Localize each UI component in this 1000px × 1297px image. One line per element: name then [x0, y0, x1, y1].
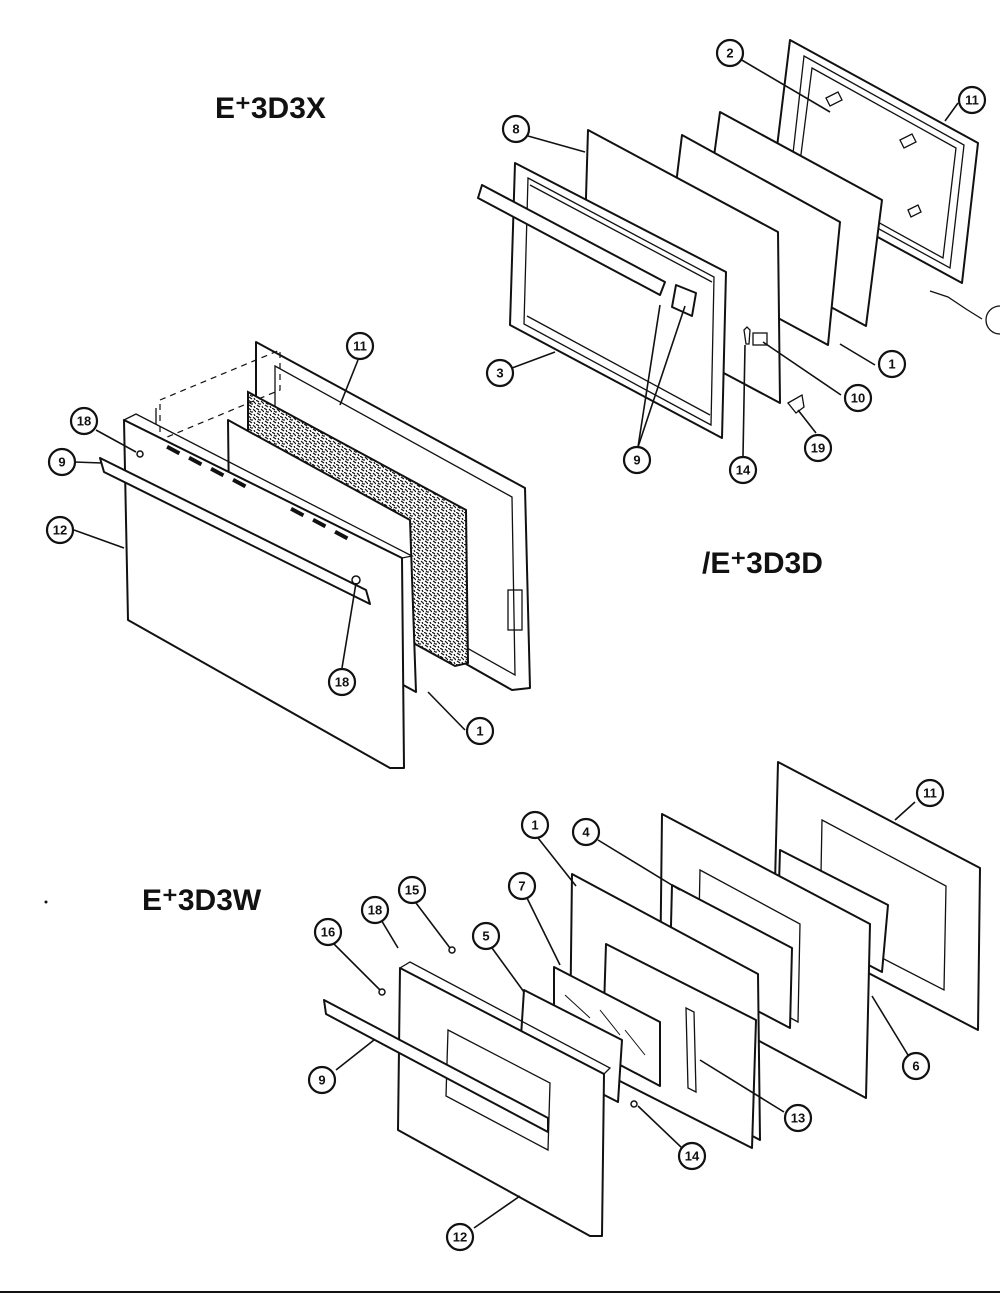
screw-18 [351, 575, 361, 585]
svg-text:11: 11 [923, 786, 937, 801]
callout-d-11: 11 [957, 85, 987, 115]
callout-w-15: 15 [397, 875, 427, 905]
callout-w-5: 5 [471, 921, 501, 951]
svg-text:1: 1 [888, 357, 895, 372]
callout-d-19: 19 [803, 433, 833, 463]
callout-d-1: 1 [877, 349, 907, 379]
callout-x-18-lower: 18 [327, 667, 357, 697]
svg-text:7: 7 [518, 879, 525, 894]
svg-text:9: 9 [633, 453, 640, 468]
svg-text:19: 19 [811, 441, 825, 456]
assembly-e3d3x [99, 341, 531, 769]
part-9-handle-bar [99, 457, 371, 605]
svg-text:8: 8 [512, 122, 519, 137]
svg-text:18: 18 [368, 903, 382, 918]
model-title-e3d3d: /E⁺3D3D [702, 547, 823, 580]
svg-text:3: 3 [496, 366, 503, 381]
hinge-arm-13 [685, 1006, 697, 1094]
callout-w-14: 14 [677, 1141, 707, 1171]
callout-w-9: 9 [307, 1065, 337, 1095]
callout-d-10: 10 [843, 383, 873, 413]
callout-x-11: 11 [345, 331, 375, 361]
spacer-10 [752, 332, 768, 346]
callout-d-8: 8 [501, 114, 531, 144]
svg-text:11: 11 [353, 339, 367, 354]
screw-16 [378, 988, 386, 996]
svg-text:11: 11 [965, 93, 979, 108]
callout-w-4: 4 [571, 817, 601, 847]
hinge-pin [929, 290, 983, 320]
callout-d-2: 2 [715, 38, 745, 68]
svg-text:5: 5 [482, 929, 489, 944]
svg-text:1: 1 [476, 724, 483, 739]
svg-text:6: 6 [912, 1059, 919, 1074]
screw-15 [448, 946, 456, 954]
callout-x-18: 18 [69, 406, 99, 436]
assembly-e3d3w [323, 761, 981, 1237]
assembly-e3d3d [477, 39, 983, 439]
callout-w-11: 11 [915, 778, 945, 808]
hinge-bracket-19 [787, 393, 805, 414]
svg-text:16: 16 [321, 925, 335, 940]
svg-text:1: 1 [531, 818, 538, 833]
callout-w-18: 18 [360, 895, 390, 925]
callout-w-13: 13 [783, 1103, 813, 1133]
model-title-e3d3x: E⁺3D3X [215, 92, 326, 125]
svg-text:14: 14 [736, 463, 751, 478]
svg-text:10: 10 [851, 391, 865, 406]
callout-w-16: 16 [313, 917, 343, 947]
callout-d-14: 14 [728, 455, 758, 485]
svg-text:18: 18 [335, 675, 349, 690]
callout-x-9: 9 [47, 447, 77, 477]
callout-partial-edge [985, 305, 1000, 335]
screw-14 [743, 326, 751, 345]
svg-text:12: 12 [53, 523, 67, 538]
callouts: 2 11 8 3 1 10 9 14 19 11 18 9 12 18 1 11… [45, 38, 987, 1252]
stray-dot [44, 900, 48, 904]
part-11-inner-door-panel [772, 39, 979, 284]
leader-lines [73, 58, 959, 1229]
model-title-e3d3w: E⁺3D3W [142, 884, 262, 917]
callout-w-6: 6 [901, 1051, 931, 1081]
svg-text:18: 18 [77, 414, 91, 429]
door-vent-slots [166, 445, 349, 541]
screw-18-top [136, 450, 144, 458]
svg-text:9: 9 [58, 455, 65, 470]
svg-text:12: 12 [453, 1230, 467, 1245]
svg-text:15: 15 [405, 883, 419, 898]
svg-text:2: 2 [726, 46, 733, 61]
svg-text:4: 4 [582, 825, 590, 840]
callout-d-3: 3 [485, 358, 515, 388]
callout-w-1: 1 [520, 810, 550, 840]
callout-w-7: 7 [507, 871, 537, 901]
screw-14 [630, 1100, 638, 1108]
svg-text:9: 9 [318, 1073, 325, 1088]
callout-d-9: 9 [622, 445, 652, 475]
callout-x-12: 12 [45, 515, 75, 545]
part-9-handle-bar [323, 999, 549, 1133]
callout-x-1: 1 [465, 716, 495, 746]
callout-w-12: 12 [445, 1222, 475, 1252]
door-handle-bar [477, 184, 697, 317]
svg-text:14: 14 [685, 1149, 700, 1164]
svg-text:13: 13 [791, 1111, 805, 1126]
